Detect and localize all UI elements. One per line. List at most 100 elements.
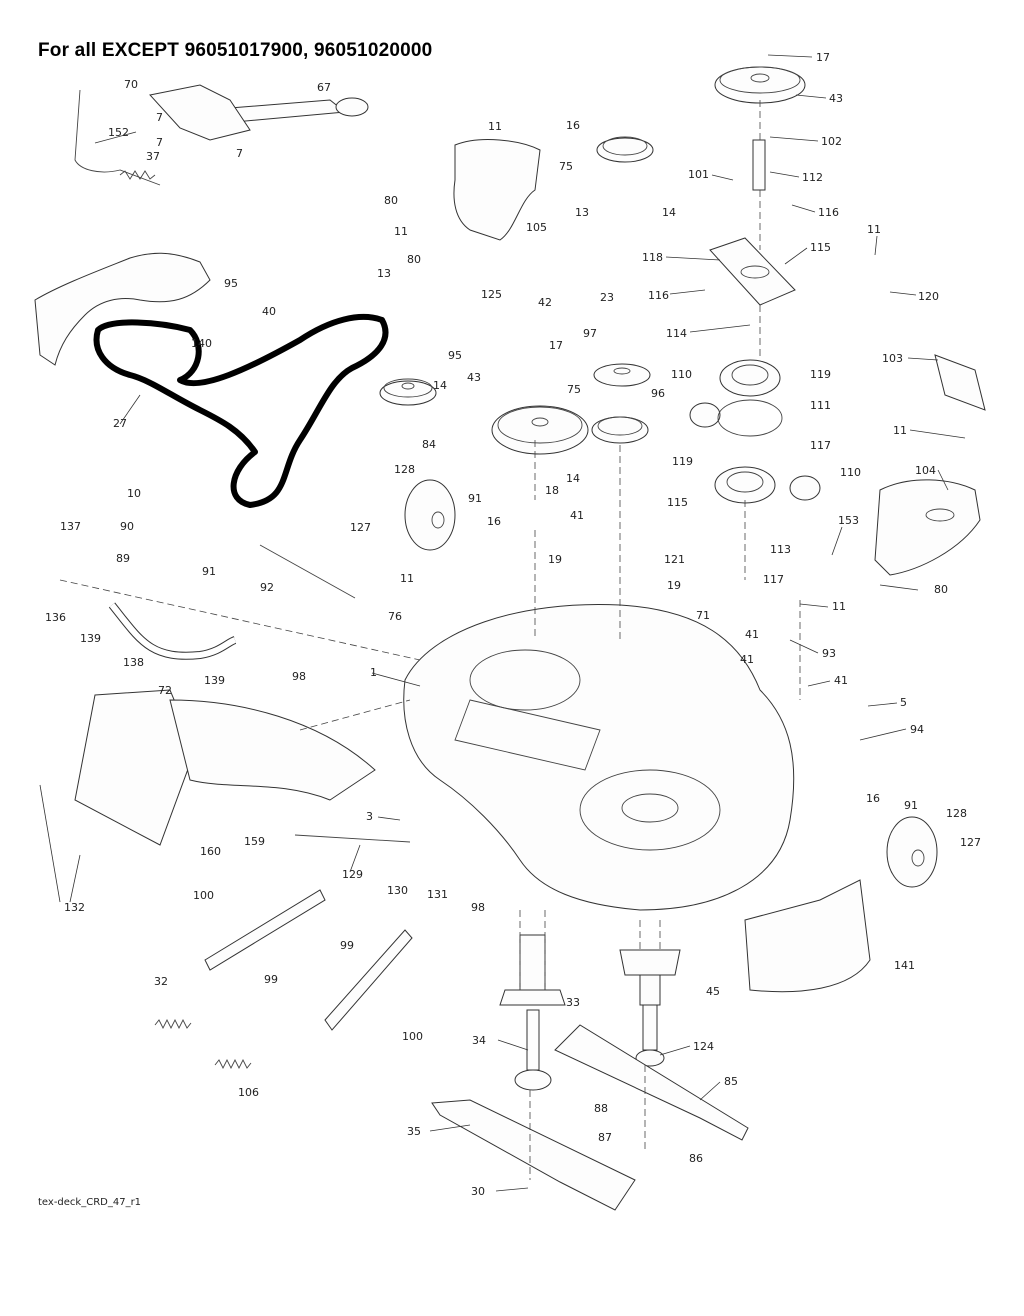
callout-117-b: 117: [763, 573, 784, 586]
callout-100-b: 100: [402, 1030, 423, 1043]
idler-pulley-97: [593, 363, 651, 387]
callout-72: 72: [158, 684, 172, 697]
callout-11-shield: 11: [893, 424, 907, 437]
callout-112: 112: [802, 171, 823, 184]
clutch-knob: [335, 97, 369, 117]
callout-42: 42: [538, 296, 552, 309]
callout-95-mid: 95: [448, 349, 462, 362]
blade-35: [431, 1099, 636, 1211]
spring-152: [119, 170, 156, 180]
callout-114: 114: [666, 327, 687, 340]
callout-113: 113: [770, 543, 791, 556]
callout-14-low: 14: [566, 472, 580, 485]
callout-11-gear: 11: [867, 223, 881, 236]
callout-129: 129: [342, 868, 363, 881]
callout-92: 92: [260, 581, 274, 594]
callout-1: 1: [370, 666, 377, 679]
callout-85: 85: [724, 1075, 738, 1088]
callout-110-b: 110: [840, 466, 861, 479]
rod-129: [294, 834, 411, 843]
callout-labels: 17 43 102 112 116 101 118 115 11 120 116…: [45, 51, 981, 1198]
callout-139-b: 139: [204, 674, 225, 687]
callout-14-mid: 14: [433, 379, 447, 392]
callout-98-top: 98: [292, 670, 306, 683]
callout-41-a: 41: [745, 628, 759, 641]
callout-100-a: 100: [193, 889, 214, 902]
callout-71: 71: [696, 609, 710, 622]
gauge-wheel-128-right: [886, 816, 938, 888]
blade-85: [554, 1024, 749, 1141]
gauge-wheel-128-left: [404, 479, 456, 551]
callout-40: 40: [262, 305, 276, 318]
callout-139-a: 139: [80, 632, 101, 645]
spring-106: [214, 1058, 252, 1070]
callout-90: 90: [120, 520, 134, 533]
callout-116-b: 116: [648, 289, 669, 302]
callout-153: 153: [838, 514, 859, 527]
callout-116-a: 116: [818, 206, 839, 219]
belt-guard-140: [34, 252, 211, 366]
callout-11-top: 11: [488, 120, 502, 133]
callout-152: 152: [108, 126, 129, 139]
callout-30: 30: [471, 1185, 485, 1198]
callout-106: 106: [238, 1086, 259, 1099]
callout-32: 32: [154, 975, 168, 988]
deflector-141: [744, 879, 871, 993]
idler-pulley-75-top: [596, 137, 654, 163]
callout-119-b: 119: [672, 455, 693, 468]
callout-117-a: 117: [810, 439, 831, 452]
callout-105: 105: [526, 221, 547, 234]
callout-80-b: 80: [407, 253, 421, 266]
callout-10: 10: [127, 487, 141, 500]
callout-41-right: 41: [834, 674, 848, 687]
callout-16-right: 16: [866, 792, 880, 805]
callout-136: 136: [45, 611, 66, 624]
callout-11-b: 11: [394, 225, 408, 238]
callout-13-top: 13: [575, 206, 589, 219]
mower-deck-1: [403, 603, 795, 911]
spindle-shaft-124: [642, 1004, 658, 1051]
callout-7-a: 7: [156, 111, 163, 124]
lift-arm-99-lower: [324, 929, 413, 1031]
callout-95-left: 95: [224, 277, 238, 290]
callout-3: 3: [366, 810, 373, 823]
callout-96: 96: [651, 387, 665, 400]
discharge-chute-72: [74, 689, 196, 846]
callout-41-mid: 41: [570, 509, 584, 522]
spindle-45: [619, 949, 681, 976]
clutch-lever-152: [74, 89, 161, 186]
callout-137: 137: [60, 520, 81, 533]
callout-7-b: 7: [156, 136, 163, 149]
callout-18: 18: [545, 484, 559, 497]
callout-111: 111: [810, 399, 831, 412]
callout-141: 141: [894, 959, 915, 972]
callout-127-right: 127: [960, 836, 981, 849]
callout-115-b: 115: [667, 496, 688, 509]
callout-5: 5: [900, 696, 907, 709]
callout-159: 159: [244, 835, 265, 848]
callout-84: 84: [422, 438, 436, 451]
callout-138: 138: [123, 656, 144, 669]
callout-75-mid: 75: [567, 383, 581, 396]
callout-103: 103: [882, 352, 903, 365]
callout-132: 132: [64, 901, 85, 914]
callout-7-c: 7: [236, 147, 243, 160]
shield-103: [934, 354, 986, 411]
callout-130: 130: [387, 884, 408, 897]
callout-98-low: 98: [471, 901, 485, 914]
callout-80-a: 80: [384, 194, 398, 207]
callout-104: 104: [915, 464, 936, 477]
callout-91-left: 91: [468, 492, 482, 505]
callout-43-top: 43: [829, 92, 843, 105]
callout-75-top: 75: [559, 160, 573, 173]
callout-16-left: 16: [487, 515, 501, 528]
spring-32: [154, 1018, 192, 1030]
callout-34: 34: [472, 1034, 486, 1047]
callout-23: 23: [600, 291, 614, 304]
gear-plate-118: [709, 237, 796, 306]
drawing-id: tex-deck_CRD_47_r1: [38, 1197, 142, 1208]
drive-belt-27: [93, 314, 389, 508]
callout-89: 89: [116, 552, 130, 565]
leader-lines: [39, 54, 966, 1192]
